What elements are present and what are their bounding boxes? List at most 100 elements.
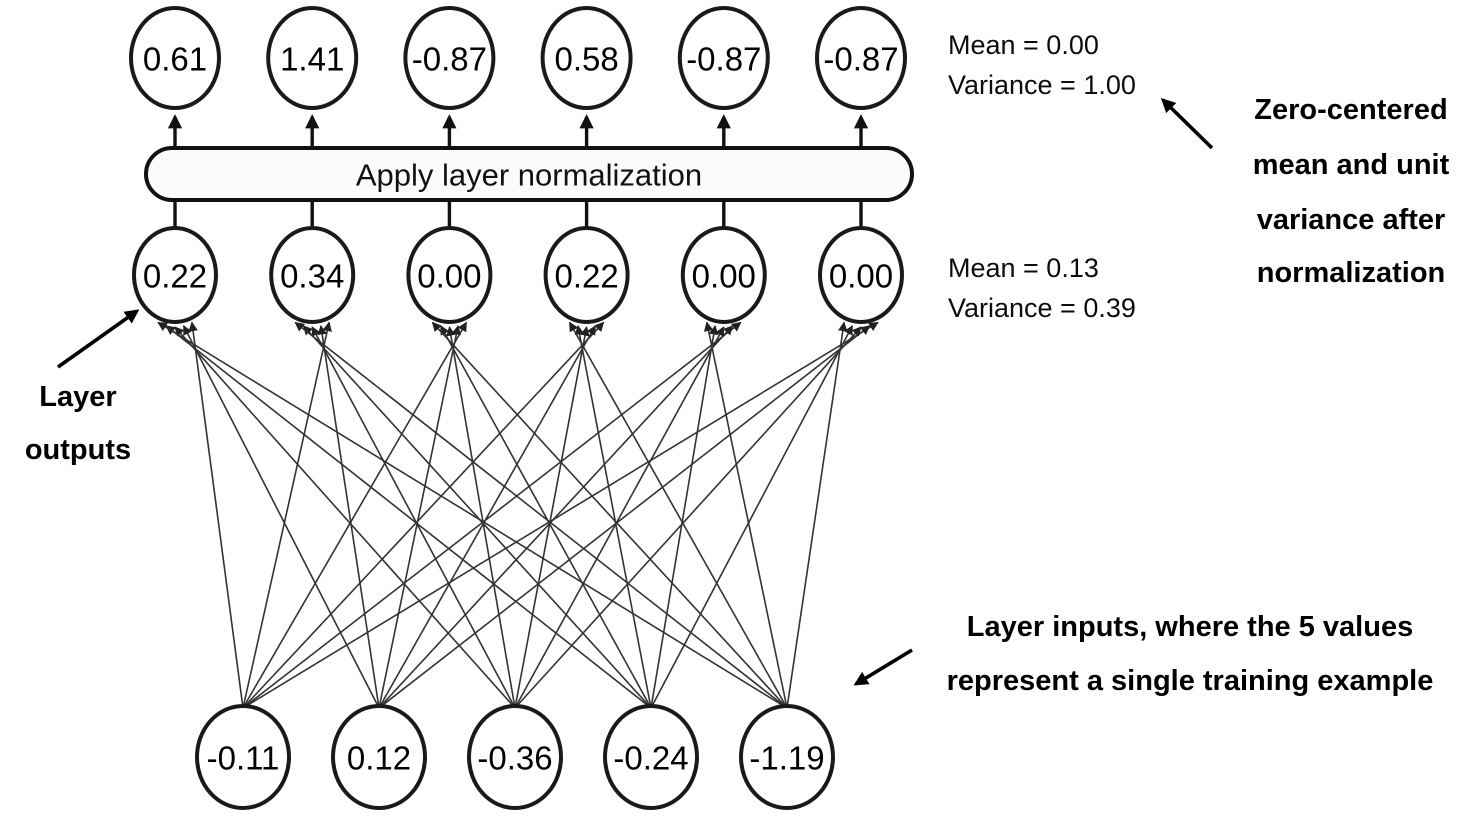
hidden-node-value-4: 0.00 xyxy=(692,258,756,295)
edge-input-4-to-hidden-4 xyxy=(703,321,788,709)
annotation-arrow-layer-outputs xyxy=(56,309,140,369)
connector-group-box-to-output xyxy=(167,114,869,148)
hidden-node-layer: 0.22 0.34 0.00 0.22 0.00 0.00 xyxy=(132,226,904,324)
output-node-circle-2 xyxy=(403,6,496,110)
hidden-node-value-3: 0.22 xyxy=(554,258,618,295)
input-node-1: 0.12 xyxy=(331,704,427,810)
annotation-layer-inputs-line1: Layer inputs, where the 5 values xyxy=(967,611,1413,643)
annotation-layer-inputs-line2: represent a single training example xyxy=(947,665,1434,697)
hidden-node-2: 0.00 xyxy=(406,226,493,324)
output-node-value-0: 0.61 xyxy=(143,41,207,78)
hidden-node-1: 0.34 xyxy=(269,226,356,324)
edge-input-0-to-hidden-5 xyxy=(242,321,879,709)
hidden-node-circle-3 xyxy=(543,226,630,324)
edge-input-0-to-hidden-0 xyxy=(188,321,244,709)
input-node-value-2: -0.36 xyxy=(477,740,552,777)
output-node-0: 0.61 xyxy=(129,6,221,110)
annotation-zero-centered-line3: variance after xyxy=(1257,204,1446,236)
edge-input-3-to-hidden-3 xyxy=(574,324,652,709)
hidden-node-circle-4 xyxy=(680,226,767,324)
output-node-3: 0.58 xyxy=(540,6,633,110)
norm-box-shape xyxy=(144,146,914,202)
output-node-value-3: 0.58 xyxy=(554,41,618,78)
edge-input-2-to-hidden-4 xyxy=(514,326,725,709)
input-node-value-4: -1.19 xyxy=(749,740,824,777)
hidden-node-circle-2 xyxy=(406,226,493,324)
edge-input-3-to-hidden-5 xyxy=(650,325,854,709)
edge-input-4-to-hidden-2 xyxy=(431,321,788,709)
annotation-layer-outputs-line1: Layer xyxy=(39,381,116,413)
edge-input-2-to-hidden-3 xyxy=(514,326,590,709)
edge-input-1-to-hidden-5 xyxy=(378,325,871,709)
hidden-node-5: 0.00 xyxy=(818,226,904,324)
output-variance-label: Variance = 1.00 xyxy=(948,70,1136,100)
edge-input-4-to-hidden-3 xyxy=(568,321,788,709)
input-node-circle-4 xyxy=(739,704,835,810)
edge-input-3-to-hidden-2 xyxy=(440,325,652,709)
input-node-value-3: -0.24 xyxy=(613,740,688,777)
output-node-circle-3 xyxy=(540,6,633,110)
edge-input-2-to-hidden-1 xyxy=(311,326,516,709)
input-node-0: -0.11 xyxy=(195,704,291,810)
input-node-3: -0.24 xyxy=(603,704,699,810)
edge-input-4-to-hidden-5 xyxy=(786,321,848,709)
annotation-layer-outputs-line2: outputs xyxy=(25,434,131,466)
hidden-node-4: 0.00 xyxy=(680,226,767,324)
hidden-node-circle-0 xyxy=(132,226,218,324)
output-node-4: -0.87 xyxy=(677,6,770,110)
edge-input-1-to-hidden-1 xyxy=(317,324,380,709)
edge-input-2-to-hidden-5 xyxy=(514,326,862,709)
annotation-zero-centered-line1: Zero-centered xyxy=(1254,94,1447,126)
input-node-layer: -0.11 0.12 -0.36 -0.24 -1.19 xyxy=(195,704,835,810)
annotation-layer-outputs: Layer outputs xyxy=(25,309,140,466)
input-node-2: -0.36 xyxy=(467,704,563,810)
hidden-variance-label: Variance = 0.39 xyxy=(948,293,1136,323)
input-node-circle-2 xyxy=(467,704,563,810)
connector-group-hidden-to-box xyxy=(173,200,863,228)
edge-input-0-to-hidden-1 xyxy=(242,321,332,709)
output-node-5: -0.87 xyxy=(815,6,907,110)
output-layer-stats: Mean = 0.00 Variance = 1.00 xyxy=(948,30,1136,100)
edge-input-2-to-hidden-0 xyxy=(174,326,516,709)
output-node-circle-4 xyxy=(677,6,770,110)
edge-input-0-to-hidden-3 xyxy=(242,321,605,709)
output-node-circle-5 xyxy=(815,6,907,110)
output-node-value-2: -0.87 xyxy=(412,41,487,78)
output-node-value-5: -0.87 xyxy=(823,41,898,78)
annotation-zero-centered-line4: normalization xyxy=(1257,257,1446,289)
output-node-2: -0.87 xyxy=(403,6,496,110)
annotation-zero-centered: Zero-centered mean and unit variance aft… xyxy=(1160,94,1450,289)
hidden-node-value-1: 0.34 xyxy=(280,258,344,295)
input-node-circle-1 xyxy=(331,704,427,810)
hidden-node-value-0: 0.22 xyxy=(143,258,207,295)
norm-box-label: Apply layer normalization xyxy=(356,158,702,193)
edge-input-1-to-hidden-4 xyxy=(378,325,734,709)
edge-input-2-to-hidden-2 xyxy=(446,326,516,709)
edge-input-3-to-hidden-0 xyxy=(165,325,652,709)
hidden-node-circle-1 xyxy=(269,226,356,324)
annotation-arrow-zero-centered xyxy=(1160,97,1214,150)
annotation-layer-inputs: Layer inputs, where the 5 values represe… xyxy=(853,611,1434,697)
input-node-circle-3 xyxy=(603,704,699,810)
hidden-node-value-2: 0.00 xyxy=(417,258,481,295)
output-node-value-4: -0.87 xyxy=(686,41,761,78)
output-node-1: 1.41 xyxy=(266,6,359,110)
annotation-zero-centered-line2: mean and unit xyxy=(1253,149,1450,181)
edge-input-1-to-hidden-2 xyxy=(378,324,462,709)
hidden-node-value-5: 0.00 xyxy=(829,258,893,295)
output-node-value-1: 1.41 xyxy=(280,41,344,78)
output-node-layer: 0.61 1.41 -0.87 0.58 -0.87 -0.87 xyxy=(129,6,907,110)
output-node-circle-1 xyxy=(266,6,359,110)
edge-input-3-to-hidden-4 xyxy=(650,324,719,709)
edge-input-1-to-hidden-3 xyxy=(378,325,596,709)
hidden-layer-stats: Mean = 0.13 Variance = 0.39 xyxy=(948,253,1136,323)
edge-input-0-to-hidden-2 xyxy=(242,321,468,709)
input-node-value-1: 0.12 xyxy=(347,740,411,777)
edge-input-3-to-hidden-1 xyxy=(302,325,652,709)
input-node-4: -1.19 xyxy=(739,704,835,810)
hidden-node-0: 0.22 xyxy=(132,226,218,324)
input-node-value-0: -0.11 xyxy=(207,740,280,777)
edge-input-4-to-hidden-1 xyxy=(294,321,788,709)
